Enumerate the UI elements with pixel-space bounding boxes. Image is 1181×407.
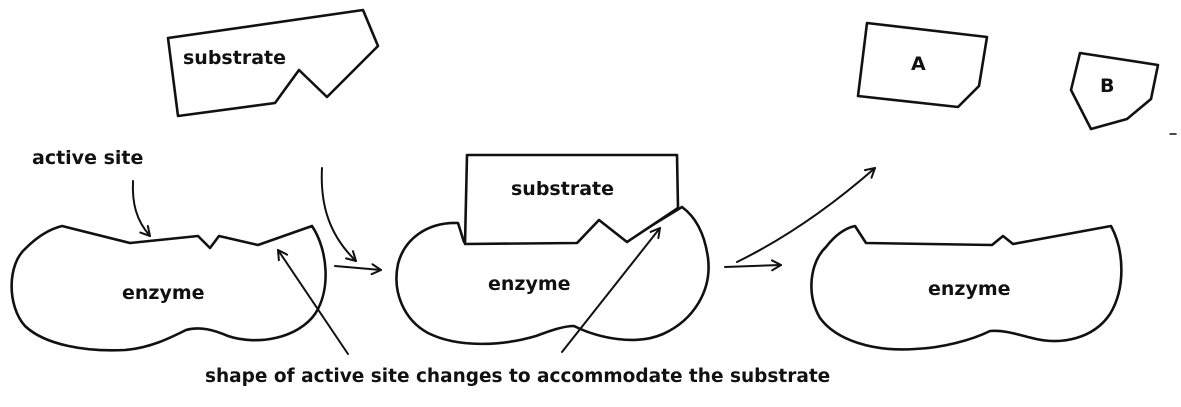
enzyme-1-shape bbox=[10, 224, 327, 352]
product-a-shape bbox=[856, 21, 989, 109]
product-a: A bbox=[856, 21, 989, 109]
product-b-label: B bbox=[1100, 75, 1114, 97]
enzyme-2: enzyme bbox=[395, 205, 710, 346]
enzyme-3-label: enzyme bbox=[928, 278, 1011, 300]
product-a-label: A bbox=[911, 53, 926, 75]
product-b: B bbox=[1069, 51, 1160, 131]
caption-arrow-right bbox=[561, 227, 661, 353]
enzyme-1: enzyme bbox=[10, 224, 327, 352]
enzyme-3: enzyme bbox=[810, 224, 1123, 351]
enzyme-1-label: enzyme bbox=[122, 282, 205, 304]
stage2-to-stage3-arrow bbox=[724, 259, 782, 272]
substrate-approach-arrow bbox=[320, 167, 357, 262]
active-site-pointer-arrow bbox=[131, 180, 151, 237]
products-release-arrow bbox=[736, 167, 876, 263]
substrate-bound-label: substrate bbox=[511, 178, 614, 200]
enzyme-3-shape bbox=[810, 224, 1123, 351]
stage1-to-stage2-arrow bbox=[334, 263, 382, 276]
caption-arrow-left bbox=[277, 249, 349, 355]
product-b-shape bbox=[1069, 51, 1160, 131]
substrate-free: substrate bbox=[166, 8, 380, 118]
enzyme-2-shape bbox=[395, 205, 710, 346]
substrate-bound: substrate bbox=[463, 153, 680, 246]
substrate-bound-shape bbox=[463, 153, 680, 246]
substrate-free-label: substrate bbox=[183, 47, 286, 69]
caption-text: shape of active site changes to accommod… bbox=[205, 366, 830, 387]
active-site-label: active site bbox=[32, 147, 143, 169]
substrate-free-shape bbox=[166, 8, 380, 118]
enzyme-2-label: enzyme bbox=[488, 273, 571, 295]
